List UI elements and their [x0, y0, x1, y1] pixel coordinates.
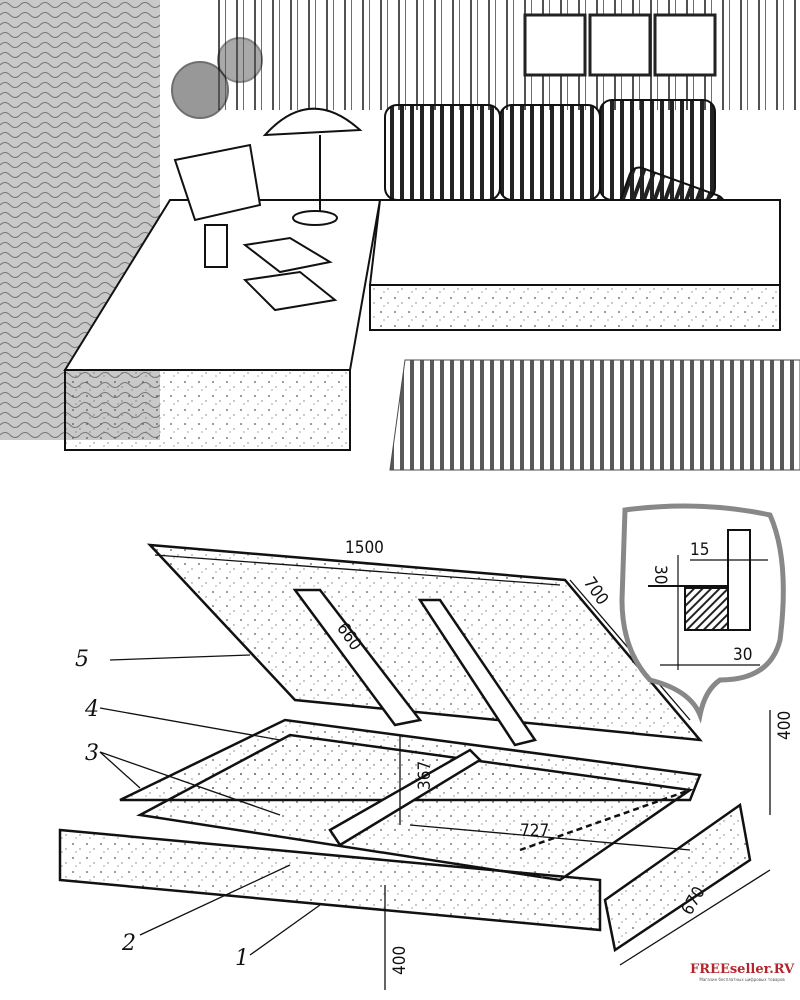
side-panel: [603, 802, 752, 953]
detail-dim-30-height: 30: [650, 565, 670, 584]
wall-pictures: [523, 13, 717, 77]
dim-727: 727: [520, 821, 549, 841]
part-label-3: 3: [85, 741, 99, 766]
striped-rug: [389, 359, 800, 471]
detail-dim-15: 15: [690, 540, 709, 560]
part-label-1: 1: [235, 946, 249, 971]
joint-detail-callout: 15 30 30: [619, 503, 786, 724]
dim-1500: 1500: [345, 538, 384, 558]
lid-slat: [417, 598, 538, 747]
construction-drawing: [58, 543, 752, 953]
dim-400-front: 400: [390, 946, 410, 975]
dim-367: 367: [415, 761, 435, 790]
plant-pot: [171, 37, 263, 222]
watermark: FREEseller.RV Магазин бесплатных цифровы…: [690, 962, 794, 982]
corner-sofa: [63, 199, 781, 451]
room-illustration: [0, 0, 800, 471]
divider: [328, 748, 483, 847]
detail-dim-30-width: 30: [733, 645, 752, 665]
lamp: [262, 107, 363, 226]
front-panel: [58, 828, 602, 932]
dimension-lines: [99, 554, 771, 990]
watermark-subtitle: Магазин бесплатных цифровых товаров: [699, 977, 785, 982]
watermark-title: FREEseller.RV: [690, 962, 795, 977]
part-label-5: 5: [75, 647, 89, 672]
dim-400-box: 400: [775, 711, 795, 740]
lid-panel: [146, 543, 703, 742]
lid-slat: [292, 588, 423, 727]
books-and-mug: [204, 224, 338, 312]
part-label-2: 2: [121, 931, 136, 956]
part-label-4: 4: [84, 697, 99, 722]
